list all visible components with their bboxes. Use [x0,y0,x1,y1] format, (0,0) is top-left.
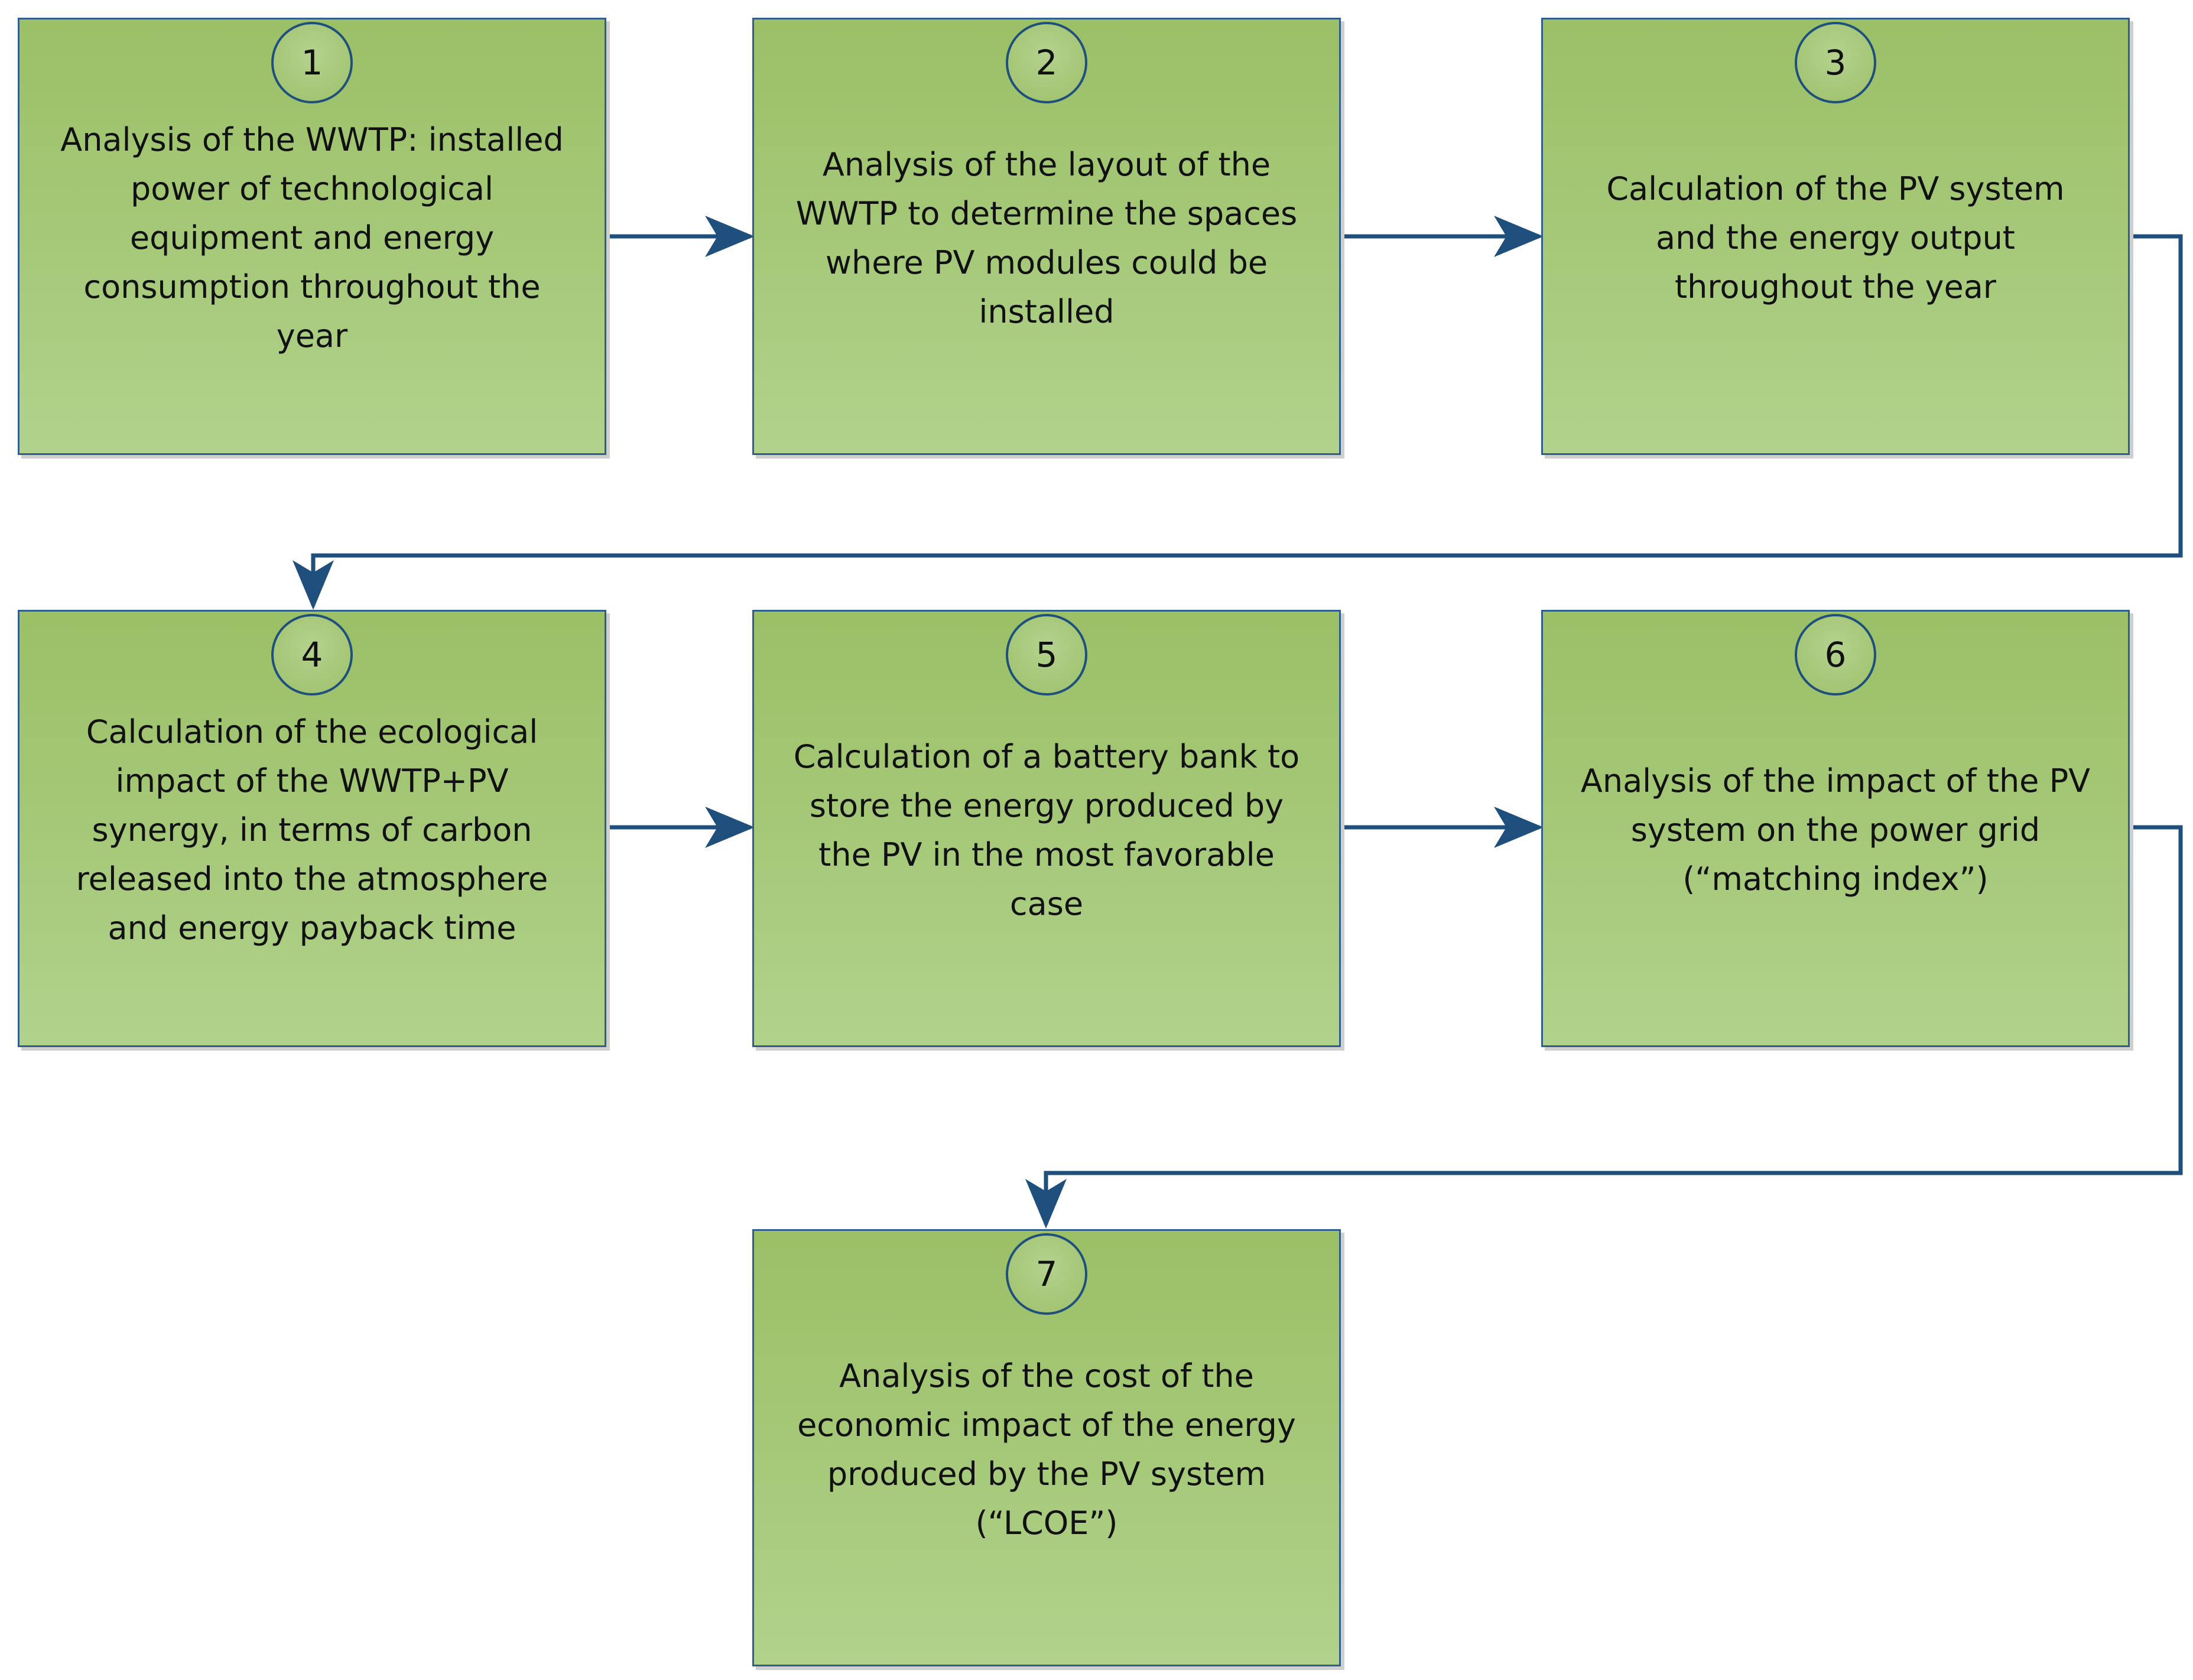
step-1-text: Analysis of the WWTP: installed power of… [60,121,564,355]
step-6-number: 6 [1795,614,1876,696]
step-6-box: 6 Analysis of the impact of the PV syste… [1541,610,2130,1047]
step-2-text: Analysis of the layout of the WWTP to de… [795,146,1298,330]
step-5-text: Calculation of a battery bank to store t… [793,738,1300,922]
step-1-number: 1 [271,22,353,103]
arrow-6-to-7 [1025,825,2183,1229]
step-5-number: 5 [1006,614,1087,696]
step-3-text: Calculation of the PV system and the ene… [1606,170,2065,306]
step-7-number: 7 [1006,1233,1087,1315]
step-6-text: Analysis of the impact of the PV system … [1580,762,2091,898]
step-2-number: 2 [1006,22,1087,103]
arrow-3-to-4 [293,234,2183,610]
step-3-number: 3 [1795,22,1876,103]
step-3-box: 3 Calculation of the PV system and the e… [1541,18,2130,455]
step-7-box: 7 Analysis of the cost of the economic i… [752,1229,1341,1666]
step-4-number: 4 [271,614,353,696]
step-5-box: 5 Calculation of a battery bank to store… [752,610,1341,1047]
step-4-text: Calculation of the ecological impact of … [76,713,548,947]
step-4-box: 4 Calculation of the ecological impact o… [18,610,606,1047]
step-1-box: 1 Analysis of the WWTP: installed power … [18,18,606,455]
step-7-text: Analysis of the cost of the economic imp… [797,1357,1296,1542]
step-2-box: 2 Analysis of the layout of the WWTP to … [752,18,1341,455]
